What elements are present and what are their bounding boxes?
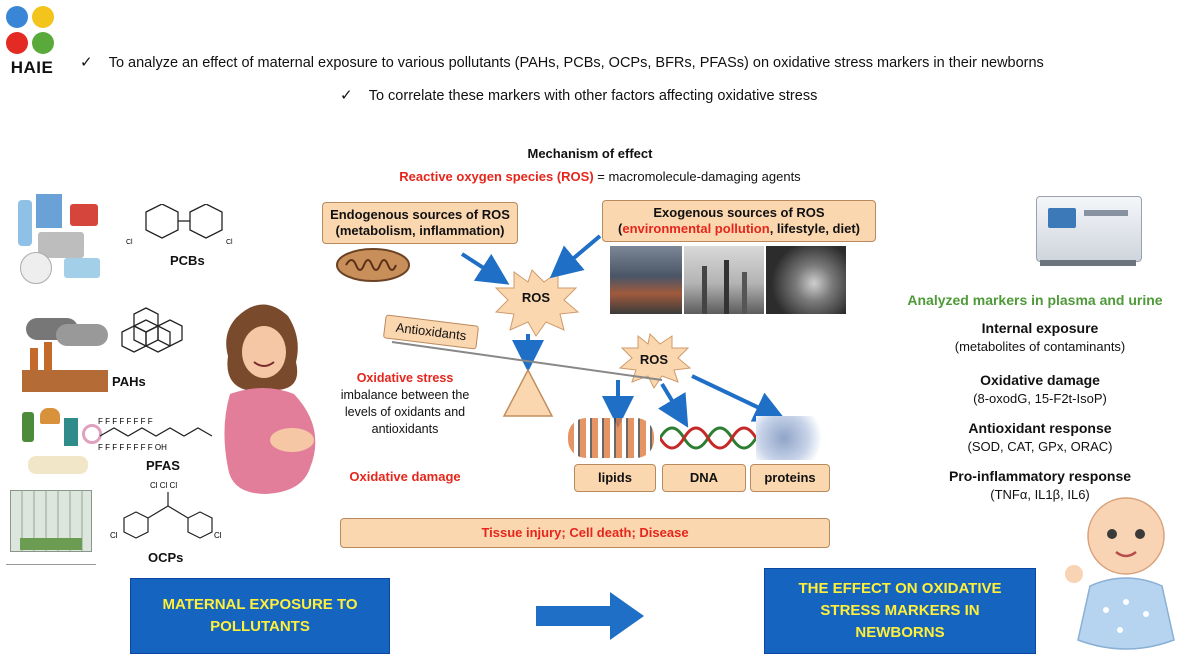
marker-detail-damage: (8-oxodG, 15-F2t-IsoP) (973, 391, 1107, 407)
objective-1: ✓ To analyze an effect of maternal expos… (80, 53, 1190, 71)
dna-image (660, 426, 756, 450)
ocp-structure: Cl Cl Cl Cl Cl (110, 481, 222, 540)
exogenous-line1: Exogenous sources of ROS (653, 204, 825, 220)
marker-head-inflammatory: Pro-inflammatory response (948, 468, 1132, 484)
svg-text:F F F F F F F F OH: F F F F F F F F OH (98, 443, 167, 452)
ros-definition-term: Reactive oxygen species (ROS) (399, 169, 594, 184)
mechanism-title: Mechanism of effect (527, 146, 653, 161)
lipids-image (568, 418, 654, 458)
analyzer-device-image (1030, 190, 1146, 270)
maternal-exposure-box: MATERNAL EXPOSURE TO POLLUTANTS (130, 578, 390, 654)
oxidative-stress-desc: imbalance between the levels of oxidants… (340, 387, 470, 436)
ros-label-1: ROS (521, 290, 551, 305)
ros-burst-1 (494, 269, 580, 337)
exogenous-box: Exogenous sources of ROS (environmental … (602, 200, 876, 242)
check-icon: ✓ (80, 54, 93, 71)
objective-2: ✓ To correlate these markers with other … (340, 86, 1040, 104)
pfas-label: PFAS (146, 458, 180, 473)
marker-head-antioxidant: Antioxidant response (968, 420, 1112, 436)
mechanism-diagram (391, 234, 787, 428)
exogenous-red: environmental pollution (622, 221, 770, 236)
marker-detail-inflammatory: (TNFα, IL1β, IL6) (990, 487, 1090, 503)
mitochondrion-icon (336, 248, 410, 282)
pcb-structure: Cl Cl (126, 204, 233, 246)
svg-text:Cl Cl Cl: Cl Cl Cl (150, 481, 177, 490)
svg-text:Cl: Cl (126, 239, 133, 246)
ros-label-2: ROS (639, 352, 669, 367)
svg-text:F F F F F F F F: F F F F F F F F (98, 417, 153, 426)
marker-group-3: Antioxidant response (SOD, CAT, GPx, ORA… (900, 418, 1180, 457)
haie-logo: HAIE (4, 4, 60, 80)
greenhouse-image (6, 480, 96, 565)
svg-text:Cl: Cl (110, 531, 118, 540)
logo-dot-red (6, 32, 28, 54)
endogenous-box: Endogenous sources of ROS (metabolism, i… (322, 202, 518, 244)
objective-2-text: To correlate these markers with other fa… (368, 88, 818, 104)
endogenous-line1: Endogenous sources of ROS (330, 206, 510, 222)
svg-text:Cl: Cl (226, 239, 233, 246)
outcome-box: Tissue injury; Cell death; Disease (340, 518, 830, 548)
endogenous-line2: (metabolism, inflammation) (335, 223, 505, 238)
ros-definition: Reactive oxygen species (ROS) = macromol… (340, 169, 860, 184)
check-icon: ✓ (340, 87, 353, 104)
ros-definition-text: = macromolecule-damaging agents (593, 169, 801, 184)
logo-dot-green (32, 32, 54, 54)
pah-structure (121, 307, 183, 353)
markers-title: Analyzed markers in plasma and urine (907, 292, 1163, 308)
proteins-image (756, 416, 826, 460)
marker-group-2: Oxidative damage (8-oxodG, 15-F2t-IsoP) (900, 370, 1180, 409)
ros-burst-2 (618, 332, 692, 389)
baby-illustration (1065, 497, 1175, 650)
factory-icon (22, 318, 108, 392)
newborn-effect-box: THE EFFECT ON OXIDATIVE STRESS MARKERS I… (764, 568, 1036, 654)
target-dna: DNA (662, 464, 746, 492)
logo-dot-yellow (32, 6, 54, 28)
ocps-label: OCPs (148, 550, 184, 565)
objective-1-text: To analyze an effect of maternal exposur… (108, 55, 1044, 71)
pahs-label: PAHs (112, 374, 146, 389)
oxidative-damage-label: Oxidative damage (349, 469, 461, 484)
oxidative-stress-block: Oxidative stress imbalance between the l… (330, 370, 480, 438)
marker-head-damage: Oxidative damage (980, 372, 1100, 388)
marker-head-internal: Internal exposure (981, 320, 1099, 336)
factory-photo (684, 246, 764, 314)
exogenous-line2: (environmental pollution, lifestyle, die… (618, 221, 860, 236)
plastics-image (12, 192, 110, 288)
traffic-photo (610, 246, 682, 314)
marker-group-1: Internal exposure (metabolites of contam… (900, 318, 1180, 357)
marker-detail-antioxidant: (SOD, CAT, GPx, ORAC) (967, 439, 1113, 455)
pfas-structure: F F F F F F F F F F F F F F F F OH (98, 417, 213, 452)
oxidative-stress-title: Oxidative stress (356, 371, 454, 385)
marker-group-4: Pro-inflammatory response (TNFα, IL1β, I… (900, 466, 1180, 505)
logo-text: HAIE (10, 58, 54, 77)
pcbs-label: PCBs (170, 253, 205, 268)
svg-text:Cl: Cl (214, 531, 222, 540)
marker-detail-internal: (metabolites of contaminants) (954, 339, 1126, 355)
flow-arrow (536, 592, 644, 640)
target-proteins: proteins (750, 464, 830, 492)
balance-fulcrum (502, 368, 554, 417)
smoking-photo (766, 246, 846, 314)
consumer-products-image (8, 408, 102, 482)
target-lipids: lipids (574, 464, 656, 492)
logo-dot-blue (6, 6, 28, 28)
pregnant-woman-illustration (224, 304, 316, 494)
